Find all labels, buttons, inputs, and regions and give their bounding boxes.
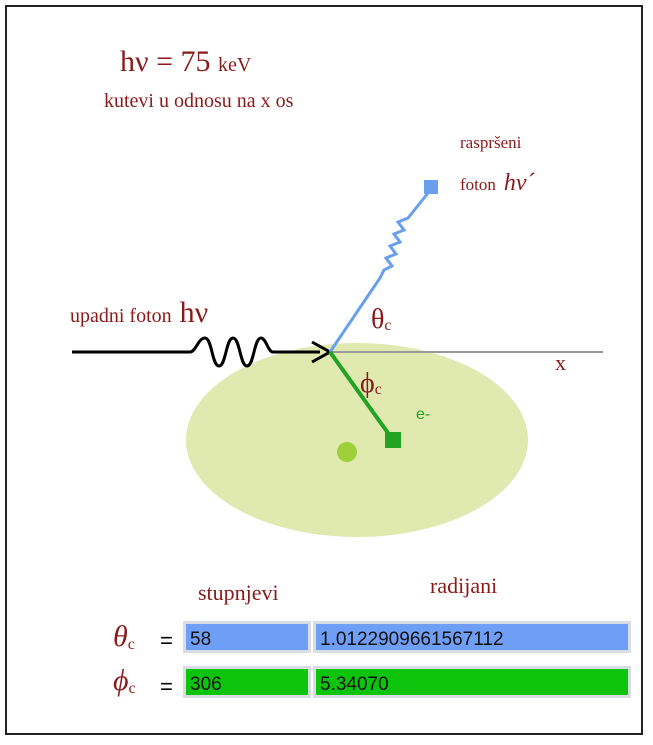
radians-column-header: radijani: [430, 573, 498, 598]
x-axis-label: x: [555, 350, 566, 375]
theta-equals: =: [160, 628, 173, 653]
electron-path: [328, 350, 395, 442]
angle-subtitle: kutevi u odnosu na x os: [104, 90, 294, 112]
electron-marker-icon: [385, 432, 401, 448]
atom-cloud: [186, 343, 528, 537]
scattered-photon-path: [328, 187, 434, 353]
theta-angle-label: θc: [371, 304, 392, 335]
phi-angle-label: ϕc: [360, 368, 382, 399]
nucleus: [337, 442, 357, 462]
energy-unit: keV: [217, 54, 252, 76]
electron-label: e-: [416, 406, 430, 423]
phi-row-symbol: ϕc: [113, 664, 136, 697]
degrees-column-header: stupnjevi: [198, 580, 279, 605]
energy-value: hν = 75: [120, 45, 211, 78]
scattered-photon-label-1: raspršeni: [460, 133, 522, 152]
theta-radians-field[interactable]: 1.0122909661567112: [313, 621, 631, 653]
incident-photon-path: [72, 336, 320, 368]
theta-degrees-field[interactable]: 58: [183, 621, 311, 653]
phi-equals: =: [160, 674, 173, 699]
scattered-photon-marker-icon: [424, 180, 438, 194]
phi-radians-field[interactable]: 5.34070: [313, 666, 631, 698]
theta-row-symbol: θc: [113, 620, 135, 653]
phi-degrees-field[interactable]: 306: [183, 666, 311, 698]
energy-title: hν = 75 keV: [120, 45, 251, 79]
